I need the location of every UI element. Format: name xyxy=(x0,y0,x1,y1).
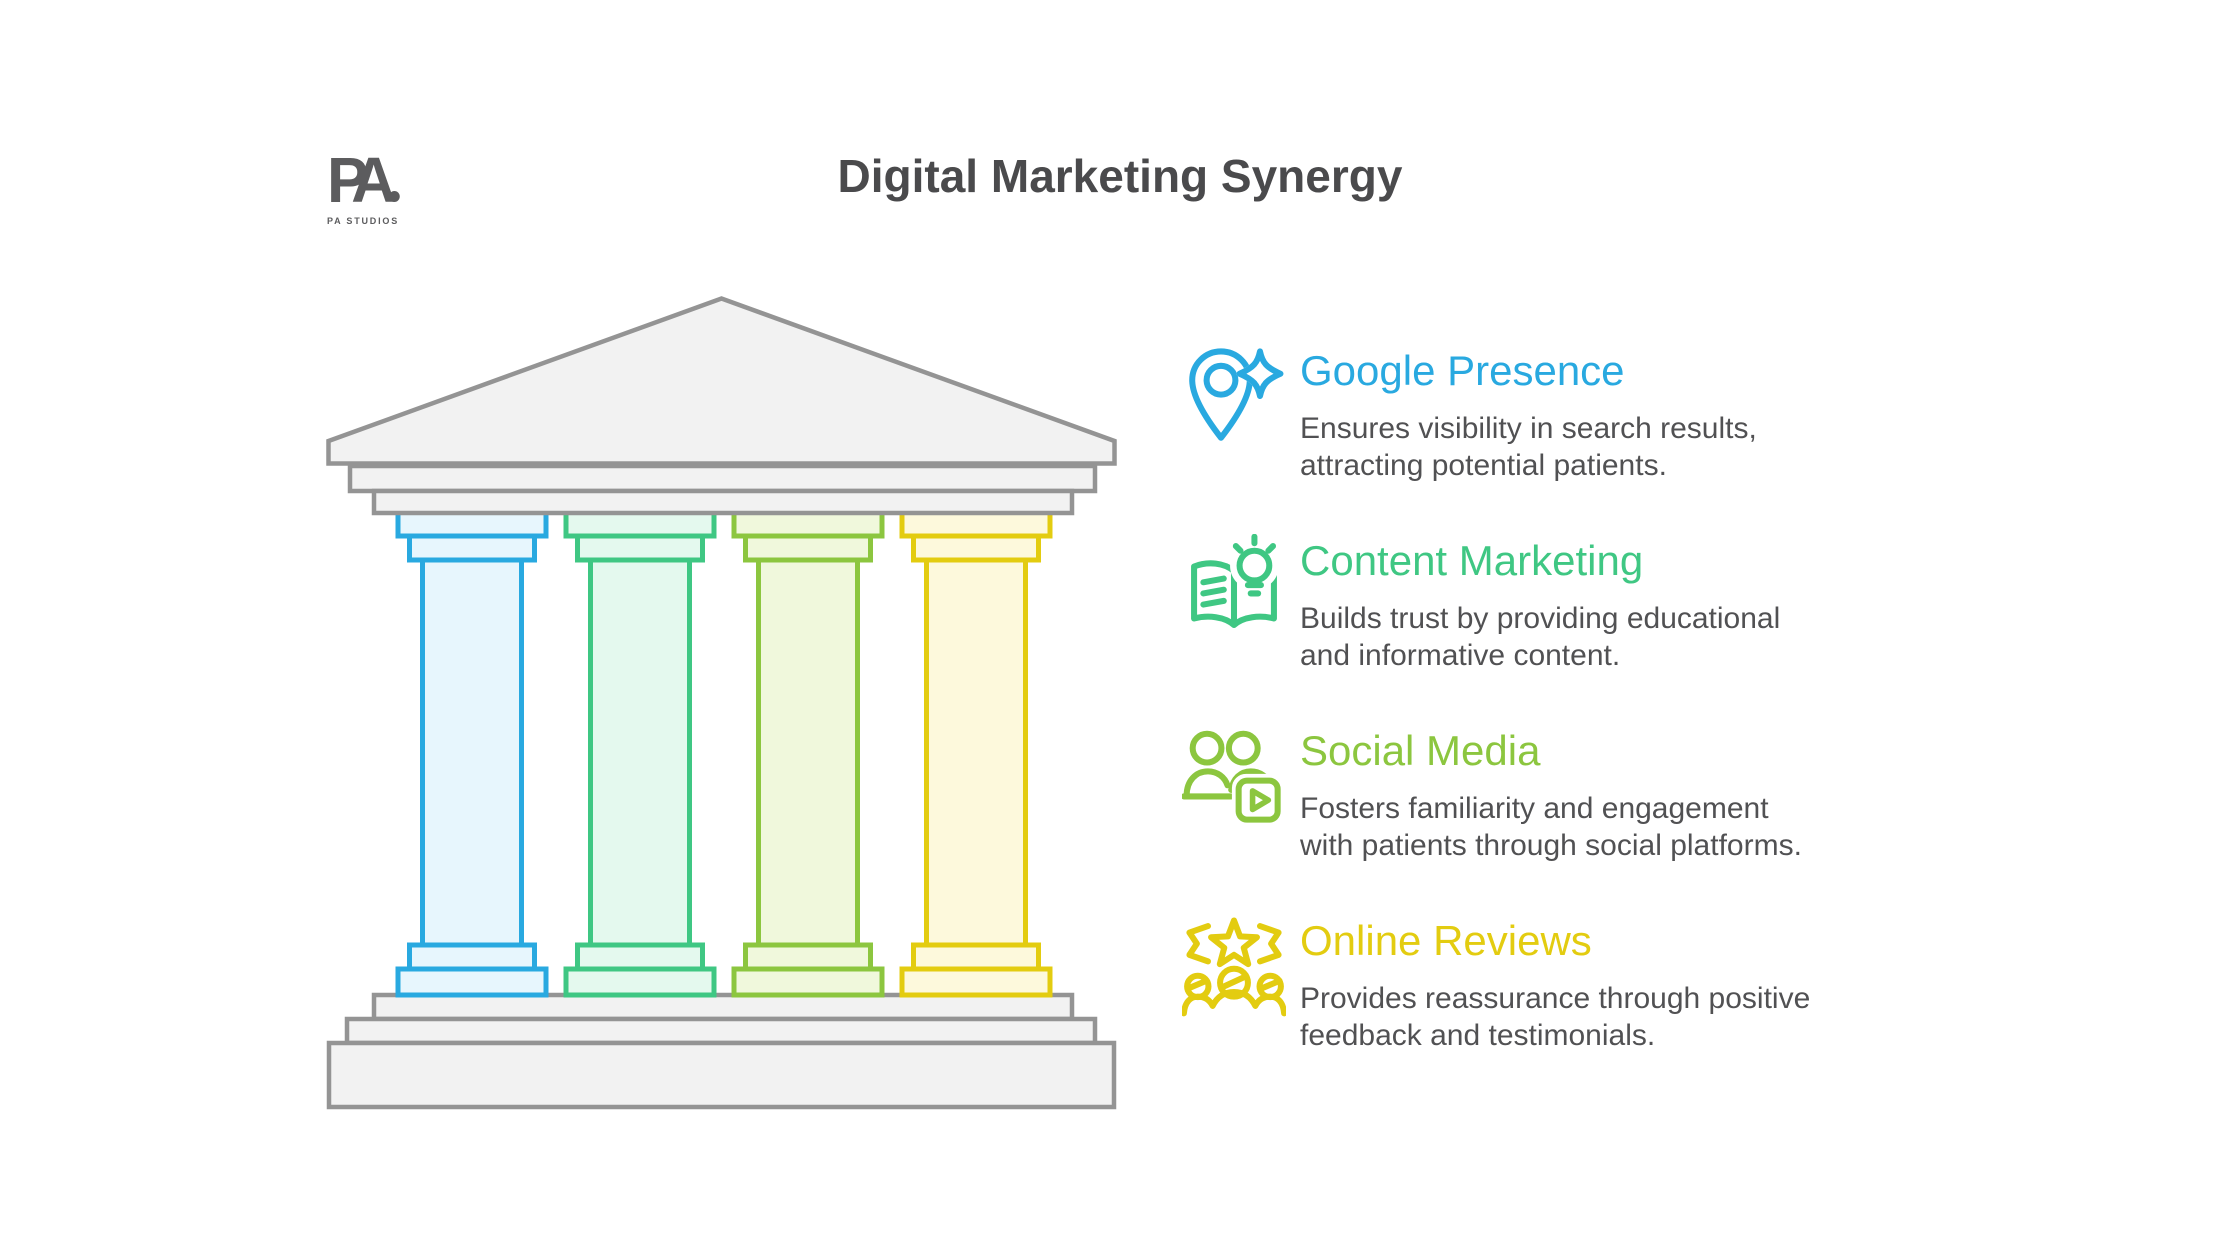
item-title-google-presence: Google Presence xyxy=(1300,347,1625,394)
logo-subtext: PA STUDIOS xyxy=(327,216,400,226)
temple-entablature xyxy=(347,463,1098,516)
item-online-reviews: Online Reviews Provides reassurance thro… xyxy=(1182,906,1922,1096)
item-title-content-marketing: Content Marketing xyxy=(1300,537,1644,584)
temple-steps xyxy=(326,992,1117,1110)
temple-illustration xyxy=(326,296,1117,1110)
item-desc-google-presence: Ensures visibility in search results, at… xyxy=(1300,412,1757,482)
pillar-social-media xyxy=(731,507,885,998)
item-desc-online-reviews: Provides reassurance through positive fe… xyxy=(1300,982,1811,1052)
pillar-google-presence xyxy=(395,507,549,998)
pa-studios-logo: PA PA STUDIOS xyxy=(327,148,447,226)
location-pin-sparkle-icon xyxy=(1189,348,1284,441)
logo-mark: PA xyxy=(327,148,443,212)
page-title: Digital Marketing Synergy xyxy=(837,150,1403,202)
item-desc-content-marketing: Builds trust by providing educational an… xyxy=(1300,602,1781,672)
pillar-online-reviews xyxy=(899,507,1053,998)
temple-pediment xyxy=(326,296,1117,466)
item-social-media: Social Media Fosters familiarity and eng… xyxy=(1182,716,1922,906)
item-desc-social-media: Fosters familiarity and engagement with … xyxy=(1300,792,1802,862)
item-title-social-media: Social Media xyxy=(1300,727,1541,774)
item-content-marketing: Content Marketing Builds trust by provid… xyxy=(1182,526,1922,716)
item-google-presence: Google Presence Ensures visibility in se… xyxy=(1182,336,1922,526)
pillar-content-marketing xyxy=(563,507,717,998)
item-title-online-reviews: Online Reviews xyxy=(1300,917,1592,964)
people-play-device-icon xyxy=(1182,730,1285,827)
book-lightbulb-icon xyxy=(1191,534,1279,629)
logo-dot xyxy=(389,191,400,202)
stars-people-icon xyxy=(1182,917,1286,1017)
